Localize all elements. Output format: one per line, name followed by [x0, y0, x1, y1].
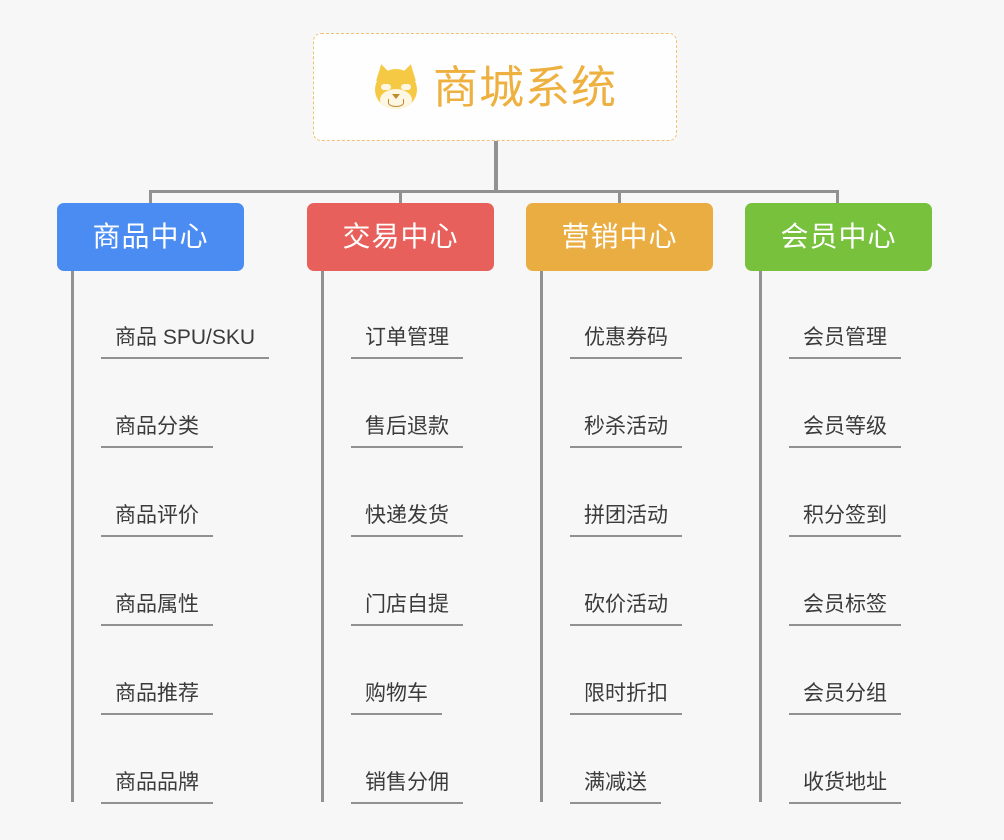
connector-horizontal-bus [149, 190, 839, 193]
sub-item[interactable]: 会员等级 [759, 360, 989, 449]
sub-item[interactable]: 销售分佣 [321, 716, 551, 805]
sub-item-label: 购物车 [351, 681, 442, 715]
category-column-2: 交易中心订单管理售后退款快递发货门店自提购物车销售分佣 [307, 203, 494, 804]
sub-item-label: 砍价活动 [570, 592, 682, 626]
sub-item[interactable]: 购物车 [321, 627, 551, 716]
sub-item[interactable]: 会员分组 [759, 627, 989, 716]
sub-item[interactable]: 门店自提 [321, 538, 551, 627]
sub-item[interactable]: 积分签到 [759, 449, 989, 538]
sub-item-label: 销售分佣 [351, 770, 463, 804]
root-node[interactable]: 商城系统 [313, 33, 677, 141]
sub-item-list: 商品 SPU/SKU 商品分类商品评价商品属性商品推荐商品品牌 [71, 271, 301, 805]
sub-item[interactable]: 满减送 [540, 716, 770, 805]
category-title: 营销中心 [561, 221, 678, 252]
sub-item[interactable]: 会员标签 [759, 538, 989, 627]
sub-item-label: 会员分组 [789, 681, 901, 715]
category-column-1: 商品中心商品 SPU/SKU 商品分类商品评价商品属性商品推荐商品品牌 [57, 203, 270, 804]
sub-item[interactable]: 售后退款 [321, 360, 551, 449]
column-spine-2 [321, 271, 324, 802]
shiba-mouth-icon [387, 99, 404, 107]
sub-item-label: 优惠券码 [570, 325, 682, 359]
category-box-2[interactable]: 交易中心 [307, 203, 494, 271]
shiba-dog-icon [372, 62, 420, 110]
sub-item-label: 收货地址 [789, 770, 901, 804]
sub-item-label: 商品品牌 [101, 770, 213, 804]
sub-item[interactable]: 商品评价 [71, 449, 301, 538]
sub-item-label: 会员等级 [789, 414, 901, 448]
connector-root-stem [494, 141, 498, 193]
column-spine-1 [71, 271, 74, 802]
sub-item-label: 商品分类 [101, 414, 213, 448]
sub-item[interactable]: 快递发货 [321, 449, 551, 538]
sub-item-label: 商品评价 [101, 503, 213, 537]
connector-drop-1 [149, 190, 152, 206]
sub-item-label: 商品 SPU/SKU [101, 325, 270, 359]
sub-item-label: 满减送 [570, 770, 661, 804]
sub-item[interactable]: 优惠券码 [540, 271, 770, 360]
sub-item-label: 售后退款 [351, 414, 463, 448]
category-box-4[interactable]: 会员中心 [745, 203, 932, 271]
category-title: 会员中心 [780, 221, 897, 252]
category-box-3[interactable]: 营销中心 [526, 203, 713, 271]
sub-item-list: 优惠券码秒杀活动拼团活动砍价活动限时折扣满减送 [540, 271, 770, 805]
sub-item[interactable]: 砍价活动 [540, 538, 770, 627]
root-title: 商城系统 [432, 61, 617, 113]
column-spine-3 [540, 271, 543, 802]
sub-item-label: 订单管理 [351, 325, 463, 359]
category-box-1[interactable]: 商品中心 [57, 203, 244, 271]
connector-drop-4 [836, 190, 839, 206]
sub-item[interactable]: 商品推荐 [71, 627, 301, 716]
connector-drop-3 [618, 190, 621, 206]
sub-item-label: 限时折扣 [570, 681, 682, 715]
sub-item[interactable]: 收货地址 [759, 716, 989, 805]
shiba-eye-left-icon [380, 84, 391, 90]
sub-item-label: 快递发货 [351, 503, 463, 537]
shiba-eye-right-icon [400, 84, 411, 90]
sub-item-label: 秒杀活动 [570, 414, 682, 448]
sub-item-list: 订单管理售后退款快递发货门店自提购物车销售分佣 [321, 271, 551, 805]
column-spine-4 [759, 271, 762, 802]
sub-item[interactable]: 商品品牌 [71, 716, 301, 805]
sub-item[interactable]: 订单管理 [321, 271, 551, 360]
sub-item[interactable]: 商品分类 [71, 360, 301, 449]
sub-item-label: 会员管理 [789, 325, 901, 359]
sub-item-label: 商品属性 [101, 592, 213, 626]
sub-item[interactable]: 商品 SPU/SKU [71, 271, 301, 360]
category-column-3: 营销中心优惠券码秒杀活动拼团活动砍价活动限时折扣满减送 [526, 203, 713, 804]
sub-item-label: 门店自提 [351, 592, 463, 626]
shiba-head-icon [374, 69, 417, 109]
connector-drop-2 [399, 190, 402, 206]
category-title: 商品中心 [92, 221, 209, 252]
sub-item[interactable]: 秒杀活动 [540, 360, 770, 449]
shiba-nose-icon [391, 94, 400, 99]
sub-item-list: 会员管理会员等级积分签到会员标签会员分组收货地址 [759, 271, 989, 805]
sub-item-label: 会员标签 [789, 592, 901, 626]
sub-item-label: 商品推荐 [101, 681, 213, 715]
sub-item[interactable]: 拼团活动 [540, 449, 770, 538]
sub-item-label: 拼团活动 [570, 503, 682, 537]
sub-item[interactable]: 会员管理 [759, 271, 989, 360]
category-column-4: 会员中心会员管理会员等级积分签到会员标签会员分组收货地址 [745, 203, 932, 804]
sub-item-label: 积分签到 [789, 503, 901, 537]
sub-item[interactable]: 商品属性 [71, 538, 301, 627]
category-title: 交易中心 [342, 221, 459, 252]
sub-item[interactable]: 限时折扣 [540, 627, 770, 716]
